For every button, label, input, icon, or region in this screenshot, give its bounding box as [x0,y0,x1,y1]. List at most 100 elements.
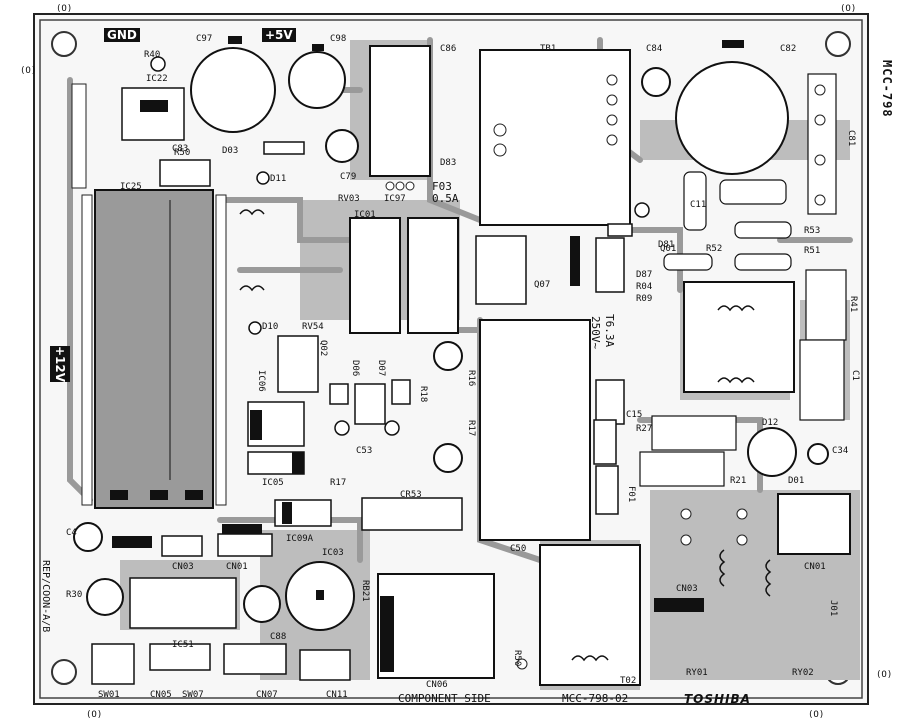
ref-d87: D87 [636,270,653,280]
board-inner-edge [39,19,863,699]
component-side-label: COMPONENT SIDE [398,692,491,705]
ref-r21: R21 [730,476,747,486]
ref-c81: C81 [846,130,856,147]
corner-mark-bm: (O) [808,710,825,720]
ref-d06: D06 [350,360,360,377]
ref-cn07: CN07 [256,690,278,700]
ref-ic05: IC05 [262,478,284,488]
resistors [639,73,847,487]
ref-d10: D10 [262,322,279,332]
ref-ic09a: IC09A [286,534,314,544]
ref-c53: C53 [356,446,373,456]
ref-d03: D03 [222,146,239,156]
ref-d11: D11 [270,174,287,184]
ref-q01: Q01 [660,244,677,254]
ic-pins [81,194,227,506]
ref-c11: C11 [690,200,707,210]
ref-c83: C83 [172,144,189,154]
microcontroller-ic [94,189,214,509]
board-code-label: MCC-798-02 [562,692,629,705]
ref-j01: J01 [828,600,838,617]
ref-cn01: CN01 [804,562,826,572]
ref-ry01: RY01 [686,668,708,678]
ref-d07: D07 [376,360,386,377]
ref-cr53: CR53 [400,490,422,500]
electrolytic-caps [73,47,829,631]
ref-r09: R09 [636,294,653,304]
ref-d12: D12 [762,418,779,428]
ref-c84: C84 [646,44,663,54]
ref-r40: R40 [144,50,161,60]
ref-c98: C98 [330,34,347,44]
ref-cn11: CN11 [326,690,348,700]
cap-polarity-bands [228,36,744,600]
ref-c1: C1 [850,370,860,381]
plus12v-label: +12V [50,346,70,383]
ref-c4: C4 [66,528,77,538]
ref-ic03: IC03 [322,548,344,558]
ref-q02: Q02 [318,340,328,357]
ref-r52: R52 [706,244,723,254]
ref-r27: R27 [636,424,653,434]
ref-ic22: IC22 [146,74,168,84]
corner-mark-br: (O) [876,670,893,680]
ref-cn01b: CN01 [226,562,248,572]
ref-fuse-t: T6.3A [603,314,616,348]
left-part-label: REP/COON-A/B [40,560,51,633]
header-left [71,83,87,189]
mounting-holes [51,31,851,685]
ref-c82: C82 [780,44,797,54]
corner-mark-tr: (O) [840,4,857,14]
ref-d83: D83 [440,158,457,168]
ref-cn03: CN03 [676,584,698,594]
ref-d01: D01 [788,476,805,486]
ref-ic51: IC51 [172,640,194,650]
ic-bar-2 [570,236,580,286]
ref-r16: R16 [466,370,476,387]
coils [239,209,772,662]
ref-t02: T02 [620,676,637,686]
ref-ic25: IC25 [120,182,142,192]
ref-sw01: SW01 [98,690,120,700]
ref-sw07: SW07 [182,690,204,700]
ref-cn03b: CN03 [172,562,194,572]
ref-c34: C34 [832,446,849,456]
ref-r17: R17 [466,420,476,437]
connectors [91,159,351,685]
ref-fuse-rating: 0.5A [432,192,459,205]
ref-q07: Q07 [534,280,551,290]
ref-c15: C15 [626,410,643,420]
ref-c86: C86 [440,44,457,54]
model-edge-label: MCC-798 [880,60,894,118]
relays-and-transformers [349,45,851,686]
ref-r41: R41 [848,296,858,313]
ref-rv54: RV54 [302,322,324,332]
ref-r04: R04 [636,282,653,292]
corner-mark-tl: (O) [56,4,73,14]
ref-r50: R50 [174,148,191,158]
ref-r50b: R50 [512,650,522,667]
ref-d81: D81 [658,240,675,250]
brand-logo: TOSHIBA [684,692,751,706]
ref-fuse-v: 250V~ [589,316,602,350]
transistors [150,56,650,436]
ref-ic01: IC01 [354,210,376,220]
ref-c97: C97 [196,34,213,44]
ref-rv03: RV03 [338,194,360,204]
ref-rb21: RB21 [360,580,370,602]
corner-mark-ml: (O) [20,66,37,76]
ref-fuse-f03: F03 [432,180,452,193]
ref-ry02: RY02 [792,668,814,678]
ref-tb1: TB1 [540,44,557,54]
ref-f01: F01 [626,486,636,503]
ref-cn06: CN06 [426,680,448,690]
ref-r51: R51 [804,246,821,256]
gnd-label: GND [104,28,140,42]
ref-ic06: IC06 [256,370,266,392]
ref-r17b: R17 [330,478,347,488]
ref-ic97: IC97 [384,194,406,204]
pads [385,74,826,670]
ref-c88: C88 [270,632,287,642]
